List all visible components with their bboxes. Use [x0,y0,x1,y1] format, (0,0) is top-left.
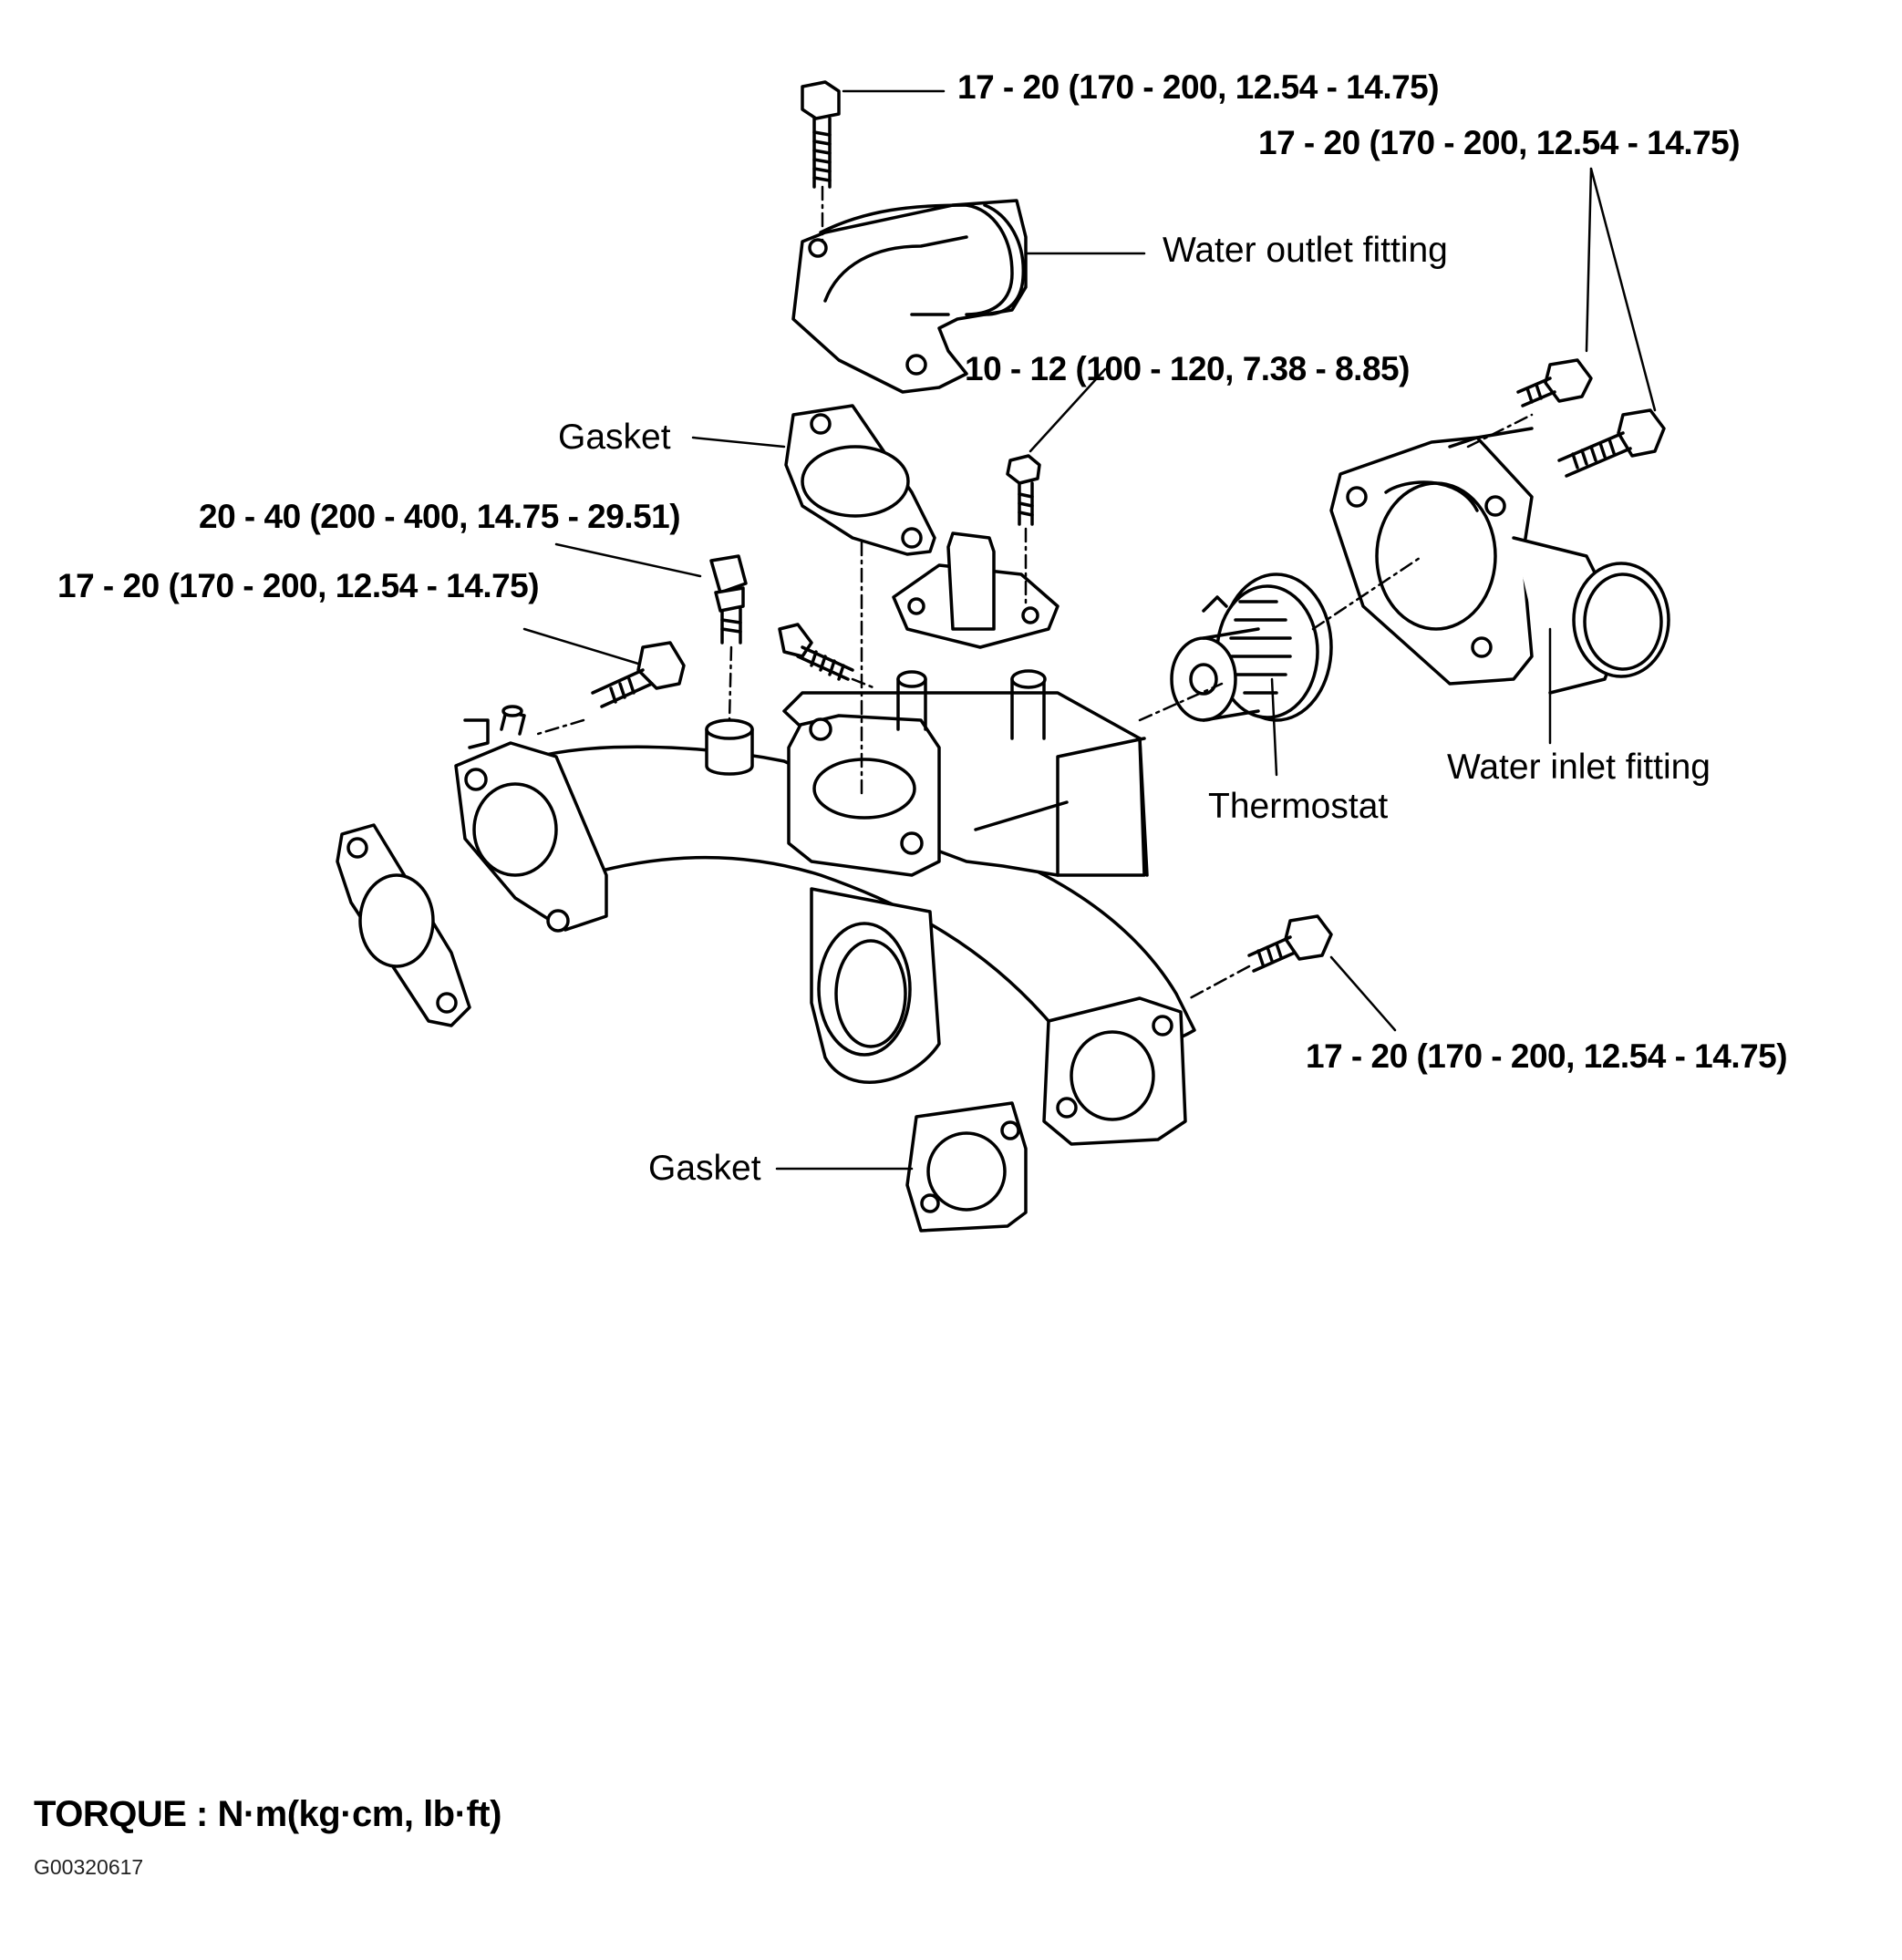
torque-label-inlet-bolts: 17 - 20 (170 - 200, 12.54 - 14.75) [1258,124,1741,161]
small-bolt-shape [1006,454,1041,526]
sensor-housing-plate [892,531,1060,649]
torque-label-small-bolt: 10 - 12 (100 - 120, 7.38 - 8.85) [965,350,1410,387]
assembly-lines [536,185,1534,1000]
water-outlet-fitting-shape [791,199,1028,394]
figure-code: G00320617 [34,1855,144,1879]
torque-label-top-bolt: 17 - 20 (170 - 200, 12.54 - 14.75) [957,68,1440,106]
label-gasket-upper: Gasket [558,418,671,457]
temperature-sensor-shape [709,554,748,645]
left-gasket-shape [336,823,471,1027]
torque-label-sensor: 20 - 40 (200 - 400, 14.75 - 29.51) [199,498,681,535]
coolant-manifold [454,669,1196,1146]
inlet-bolt-upper-shape [1516,358,1593,407]
top-bolt-shape [801,80,841,189]
thermostat-shape [1170,573,1333,722]
inlet-bolt-lower-shape [1557,408,1666,478]
right-bolt-shape [1247,914,1333,973]
label-water-outlet-fitting: Water outlet fitting [1163,231,1448,270]
upper-gasket-shape [784,404,936,556]
leader-lines [522,89,1657,1171]
water-inlet-fitting-shape [1329,427,1670,695]
lower-gasket-shape [905,1101,1028,1233]
label-thermostat: Thermostat [1208,787,1389,826]
label-water-inlet-fitting: Water inlet fitting [1447,748,1711,787]
torque-units-caption: TORQUE : N·m(kg·cm, lb·ft) [34,1794,501,1834]
torque-label-left-bolt: 17 - 20 (170 - 200, 12.54 - 14.75) [57,567,540,604]
torque-label-right-bolt: 17 - 20 (170 - 200, 12.54 - 14.75) [1306,1037,1788,1075]
small-fitting-shape [778,623,854,681]
left-bolt-shape [591,641,686,708]
label-gasket-lower: Gasket [648,1149,761,1188]
